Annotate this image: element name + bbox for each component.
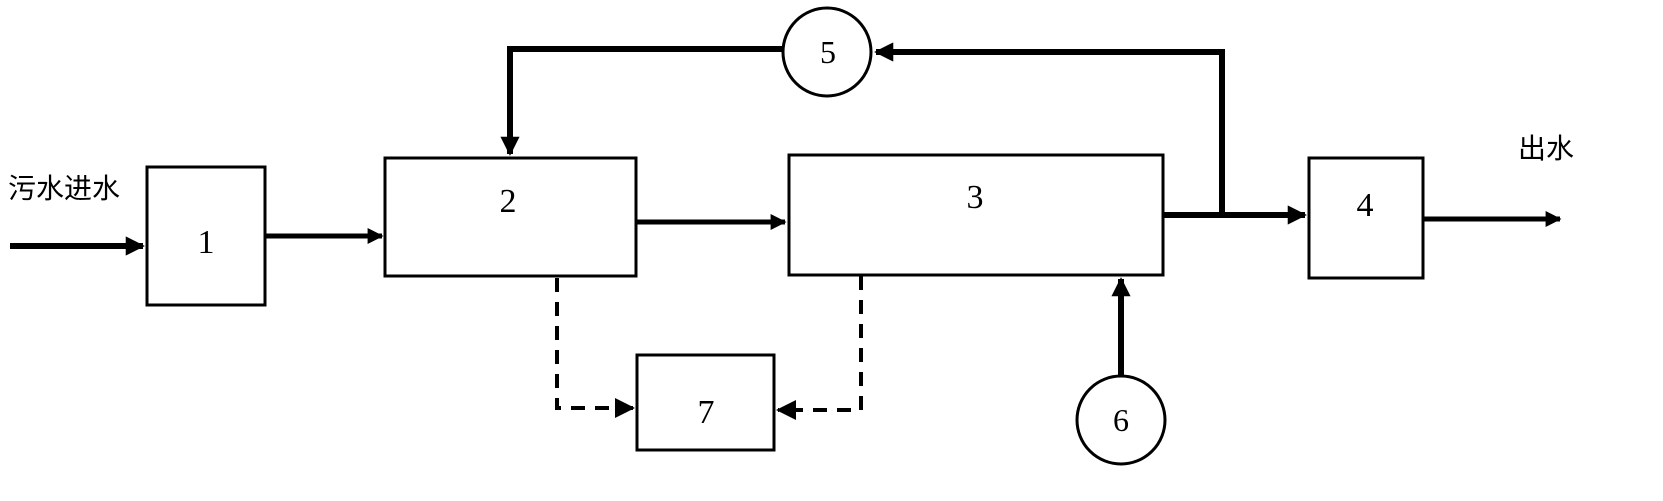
blower-circle-6-label: 6 <box>1113 402 1129 438</box>
pump-circle-5-label: 5 <box>820 34 836 70</box>
recycle-feed-line <box>500 46 783 156</box>
process-box-7-label: 7 <box>698 394 715 431</box>
inlet-label: 污水进水 <box>8 172 120 205</box>
process-box-3 <box>787 153 1165 277</box>
process-box-2-label: 2 <box>500 183 517 220</box>
outlet-label: 出水 <box>1518 132 1574 165</box>
sludge-line-from-2 <box>555 278 635 418</box>
process-box-4 <box>1307 156 1425 280</box>
sludge-line-from-3 <box>776 276 863 420</box>
process-box-1-label: 1 <box>198 224 215 261</box>
process-box-2 <box>383 156 638 278</box>
process-box-3-label: 3 <box>967 179 984 216</box>
process-box-4-label: 4 <box>1357 187 1374 224</box>
recycle-return-line <box>874 42 1225 215</box>
process-box-7 <box>635 353 776 452</box>
